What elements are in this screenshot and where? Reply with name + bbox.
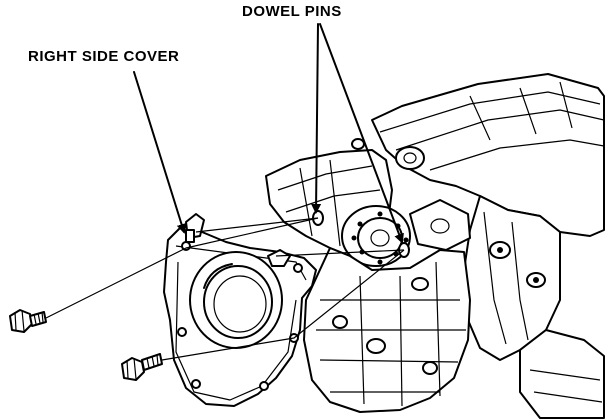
- cover-leader: [133, 71, 187, 234]
- dowel-pins-label: DOWEL PINS: [242, 3, 342, 20]
- right-side-cover-label: RIGHT SIDE COVER: [28, 48, 180, 65]
- right-side-cover: [163, 213, 317, 407]
- dowel-pin-leader-lower: [319, 23, 404, 244]
- cover-bolt-upper: [9, 309, 47, 333]
- engine-block: [265, 73, 605, 419]
- dowel-pin-leader-upper: [311, 23, 322, 214]
- callout-leaders: [133, 23, 404, 244]
- cover-bolt-lower: [121, 353, 163, 381]
- alignment-lines: [45, 217, 405, 361]
